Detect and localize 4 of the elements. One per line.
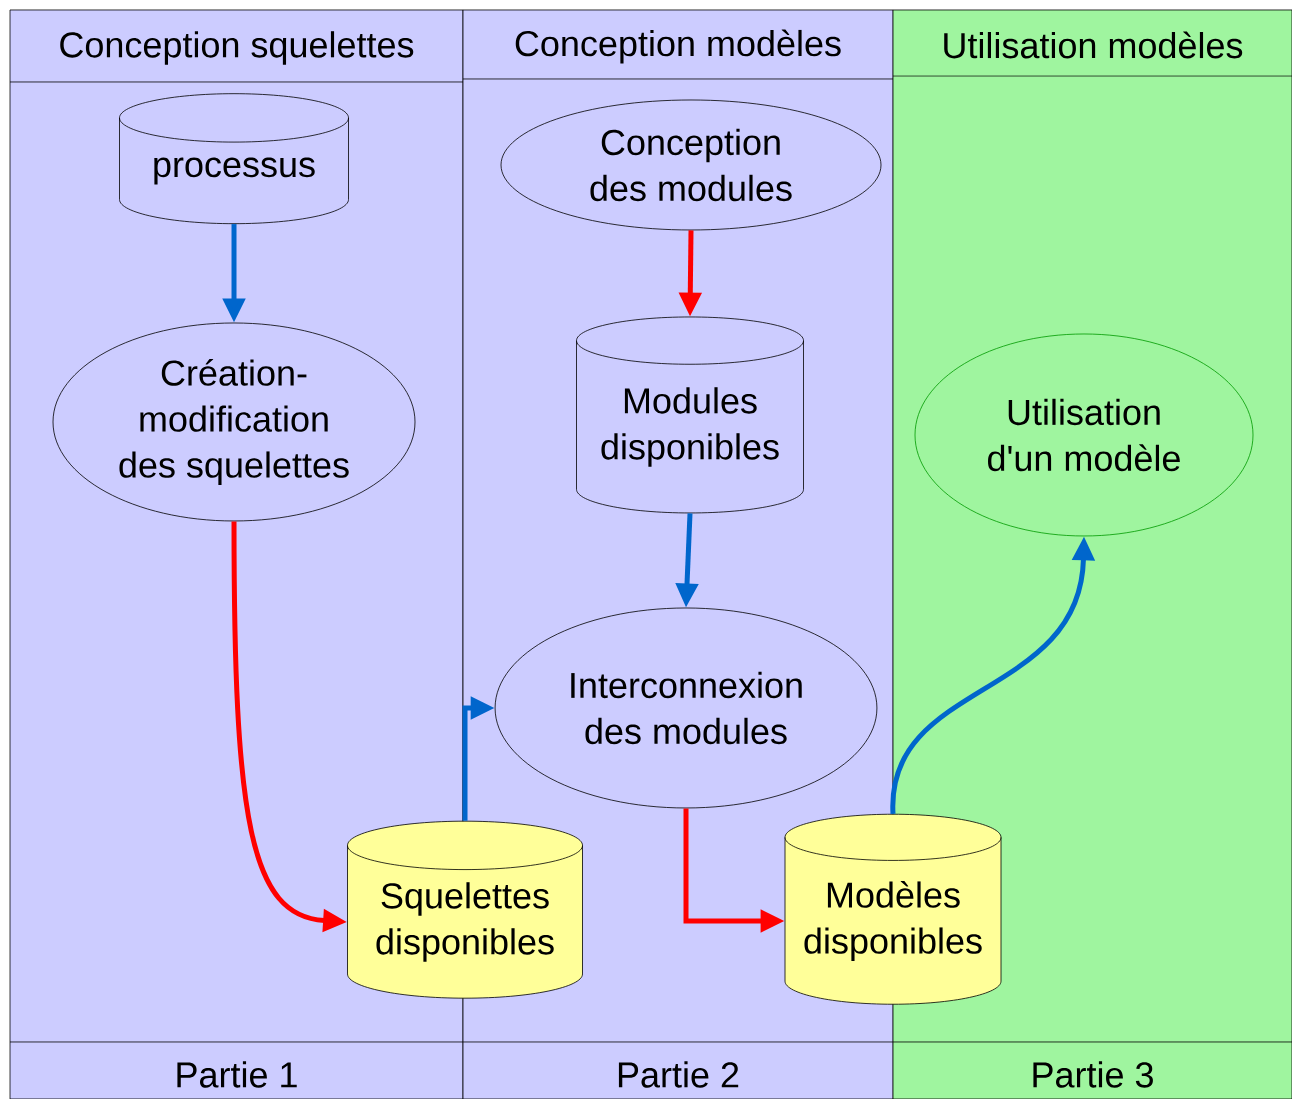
database-cylinder: Modèles disponibles: [784, 813, 1002, 1005]
database-cylinder: processus: [119, 93, 349, 225]
database-cylinder: Squelettes disponibles: [347, 820, 583, 999]
database-cylinder: Modules disponibles: [576, 316, 804, 514]
